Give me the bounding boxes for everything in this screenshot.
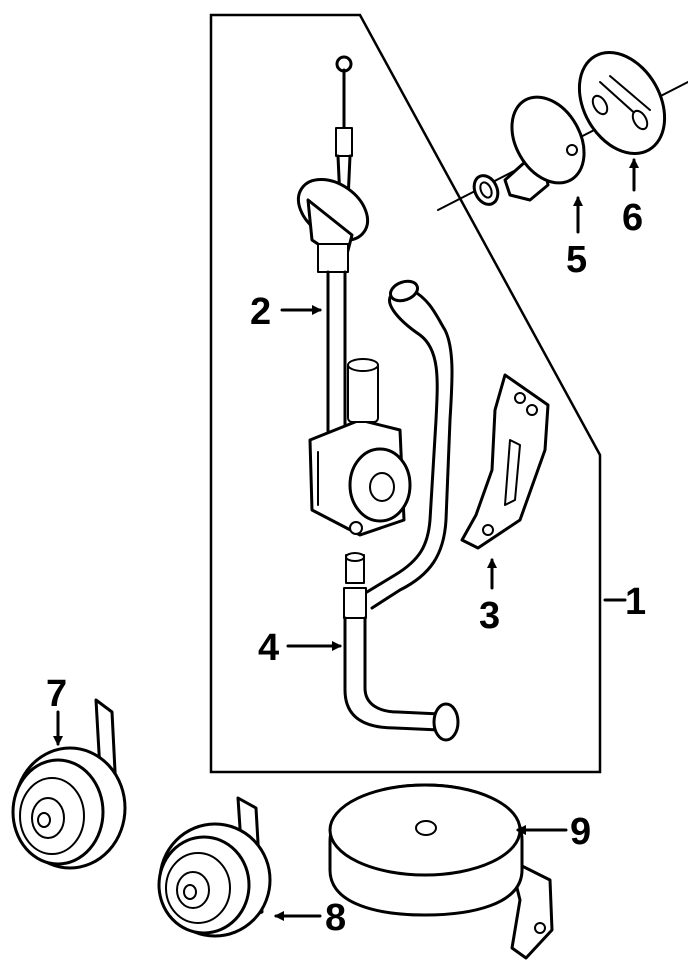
- callout-label-4: 4: [258, 627, 279, 669]
- assembly-frame: [209, 13, 602, 774]
- drain-tube-part: [360, 279, 454, 610]
- callout-label-5: 5: [566, 239, 587, 281]
- gasket-part-5: [472, 95, 586, 206]
- antenna-mast-part: [296, 55, 370, 442]
- pad-part-6: [577, 51, 667, 155]
- callout-label-8: 8: [325, 897, 346, 939]
- callout-label-9: 9: [570, 811, 591, 853]
- horn-part-7: [11, 698, 127, 870]
- mounting-bracket-part: [460, 373, 550, 550]
- horn-part-9: [328, 783, 554, 960]
- callout-label-2: 2: [250, 291, 271, 333]
- callout-label-6: 6: [622, 197, 643, 239]
- callout-label-1: 1: [625, 581, 646, 623]
- horn-part-8: [157, 796, 272, 938]
- antenna-motor-body: [308, 358, 412, 537]
- callout-label-3: 3: [479, 595, 500, 637]
- cable-assembly-part: [343, 552, 460, 742]
- callout-label-7: 7: [46, 673, 67, 715]
